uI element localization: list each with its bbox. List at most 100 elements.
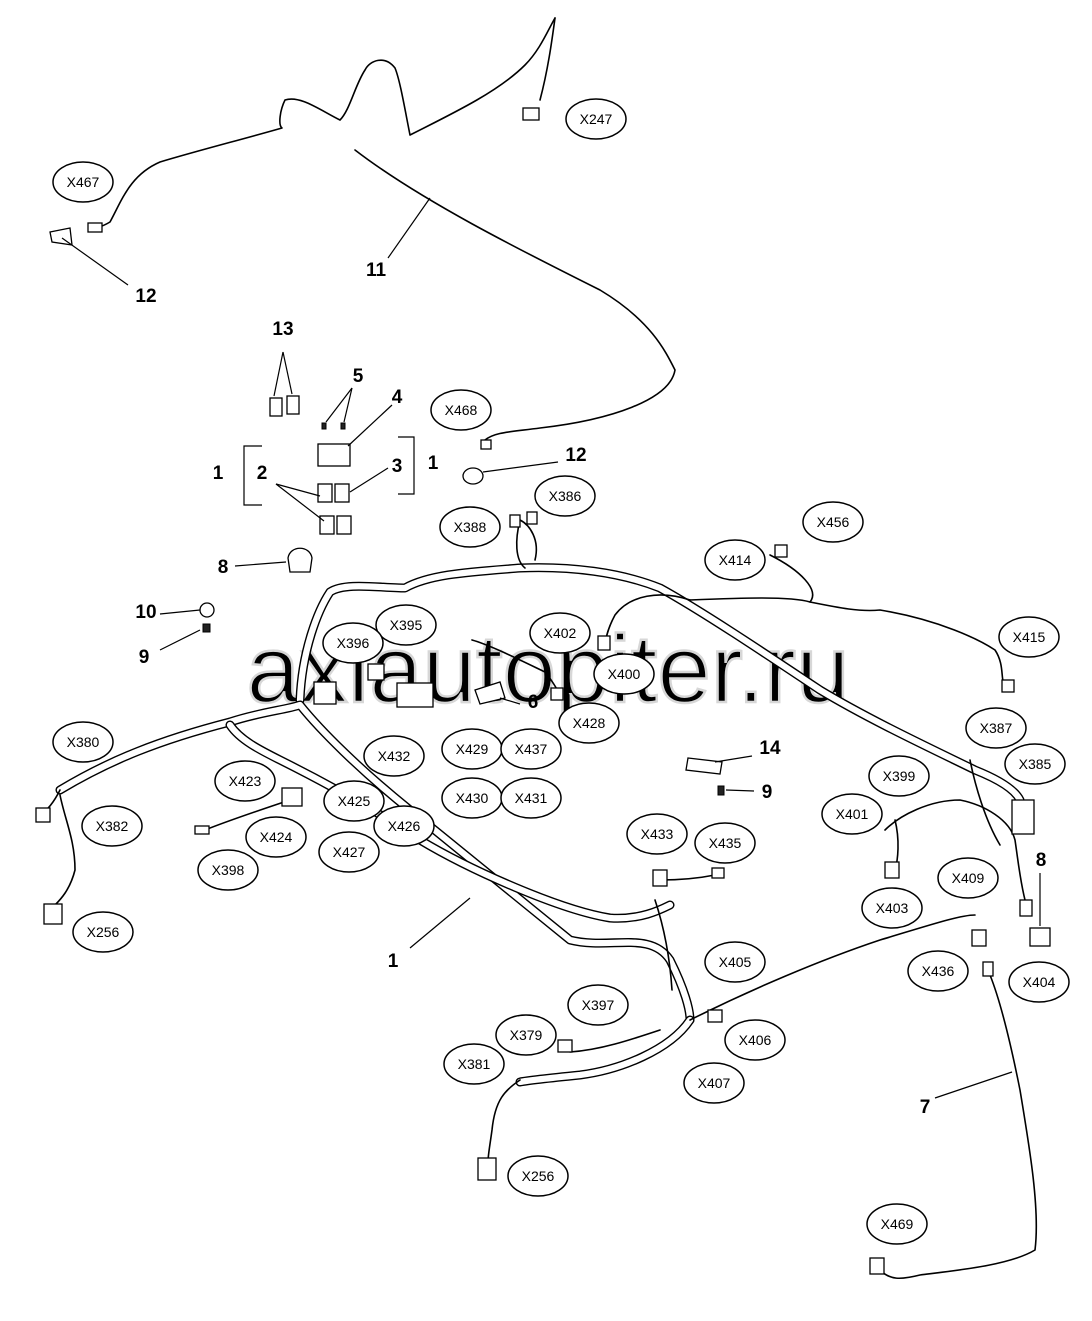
connector-x396-plug-icon bbox=[313, 681, 337, 705]
connector-label: X468 bbox=[445, 402, 478, 418]
connector-oval bbox=[704, 941, 766, 983]
connector-label: X400 bbox=[608, 666, 641, 682]
connector-x379: X379 bbox=[495, 1014, 557, 1056]
connector-x428: X428 bbox=[558, 702, 620, 744]
connector-x428-plug-icon bbox=[550, 687, 564, 701]
connector-label: X405 bbox=[719, 954, 752, 970]
connector-label: X431 bbox=[515, 790, 548, 806]
connector-label: X423 bbox=[229, 773, 262, 789]
connector-oval bbox=[507, 1155, 569, 1197]
connector-label: X385 bbox=[1019, 756, 1052, 772]
connector-label: X429 bbox=[456, 741, 489, 757]
connector-label: X409 bbox=[952, 870, 985, 886]
connector-x427: X427 bbox=[318, 831, 380, 873]
connector-x436-lead-icon bbox=[982, 961, 994, 977]
connector-oval bbox=[197, 849, 259, 891]
connector-label: X428 bbox=[573, 715, 606, 731]
connector-oval bbox=[704, 539, 766, 581]
connector-x380: X380 bbox=[52, 721, 114, 763]
connector-oval bbox=[937, 857, 999, 899]
connector-x256a-plug-icon bbox=[43, 903, 63, 925]
connector-x436-plug-icon bbox=[971, 929, 987, 947]
connector-x435-plug-icon bbox=[711, 867, 725, 879]
connector-x425: X425 bbox=[323, 780, 385, 822]
connector-x414: X414 bbox=[704, 539, 766, 581]
item-callout-5: 5 bbox=[353, 366, 364, 387]
item-callout-10: 10 bbox=[135, 602, 156, 623]
connector-x467-plug-icon bbox=[87, 222, 103, 233]
connector-oval bbox=[861, 887, 923, 929]
connector-x403: X403 bbox=[861, 887, 923, 929]
connector-label: X403 bbox=[876, 900, 909, 916]
connector-x256a: X256 bbox=[72, 911, 134, 953]
connector-x432: X432 bbox=[363, 735, 425, 777]
connector-oval bbox=[373, 805, 435, 847]
connector-oval bbox=[363, 735, 425, 777]
connector-x468-plug-icon bbox=[480, 439, 492, 450]
item-callout-2: 2 bbox=[257, 463, 268, 484]
connector-x404: X404 bbox=[1008, 961, 1070, 1003]
connector-x430: X430 bbox=[441, 777, 503, 819]
connector-x385: X385 bbox=[1004, 743, 1066, 785]
junction-block-icon bbox=[396, 682, 434, 708]
connector-x386-plug-icon bbox=[526, 511, 538, 525]
item-callout-4: 4 bbox=[392, 387, 403, 408]
connector-label: X381 bbox=[458, 1056, 491, 1072]
connector-label: X399 bbox=[883, 768, 916, 784]
relay-1-icon bbox=[317, 483, 333, 503]
item-callout-12a: 12 bbox=[135, 286, 156, 307]
connector-oval bbox=[430, 389, 492, 431]
bracket-right-icon bbox=[398, 436, 415, 495]
connector-oval bbox=[907, 950, 969, 992]
connector-oval bbox=[998, 616, 1060, 658]
connector-oval bbox=[1004, 743, 1066, 785]
connector-label: X437 bbox=[515, 741, 548, 757]
connector-x403-plug-icon bbox=[884, 861, 900, 879]
connector-label: X379 bbox=[510, 1027, 543, 1043]
connector-oval bbox=[558, 702, 620, 744]
connector-x247-icon bbox=[522, 107, 540, 121]
connector-x387: X387 bbox=[965, 707, 1027, 749]
connector-x426: X426 bbox=[373, 805, 435, 847]
item-callout-1b: 1 bbox=[428, 453, 439, 474]
connector-x468: X468 bbox=[430, 389, 492, 431]
item-callout-14: 14 bbox=[759, 738, 781, 759]
screw-right-icon bbox=[717, 785, 725, 796]
connector-label: X256 bbox=[87, 924, 120, 940]
item-callout-3: 3 bbox=[392, 456, 403, 477]
connector-oval bbox=[495, 1014, 557, 1056]
connector-x382: X382 bbox=[81, 805, 143, 847]
ring-grommet-icon bbox=[199, 602, 215, 618]
connector-x379-plug-icon bbox=[557, 1039, 573, 1053]
connector-x385-plug-icon bbox=[1011, 799, 1035, 835]
connector-oval bbox=[214, 760, 276, 802]
parts bbox=[35, 107, 1051, 1275]
connector-label: X395 bbox=[390, 617, 423, 633]
connector-label: X433 bbox=[641, 826, 674, 842]
connector-x397: X397 bbox=[567, 984, 629, 1026]
connector-label: X436 bbox=[922, 963, 955, 979]
relay-2-icon bbox=[334, 483, 350, 503]
relay-3-icon bbox=[319, 515, 335, 535]
relay-clip-left-icon bbox=[269, 397, 283, 417]
grommet-x468-icon bbox=[462, 467, 484, 485]
connector-oval bbox=[534, 475, 596, 517]
connector-oval bbox=[529, 612, 591, 654]
connector-x401: X401 bbox=[821, 793, 883, 835]
connector-oval bbox=[1008, 961, 1070, 1003]
connector-x469-plug-icon bbox=[869, 1257, 885, 1275]
pin-left-icon bbox=[321, 422, 327, 430]
connector-oval bbox=[593, 653, 655, 695]
item-callout-7: 7 bbox=[920, 1097, 931, 1118]
harness-wires bbox=[39, 17, 1038, 1280]
screw-icon bbox=[202, 623, 211, 633]
connector-x400-plug-icon bbox=[597, 635, 611, 651]
mount-bracket-icon bbox=[685, 757, 723, 775]
item-callout-1a: 1 bbox=[213, 463, 224, 484]
item-callout-8b: 8 bbox=[1036, 850, 1047, 871]
connector-x388-plug-icon bbox=[509, 514, 521, 528]
connector-label: X456 bbox=[817, 514, 850, 530]
connector-oval bbox=[565, 98, 627, 140]
connector-oval bbox=[52, 721, 114, 763]
connector-x433: X433 bbox=[626, 813, 688, 855]
